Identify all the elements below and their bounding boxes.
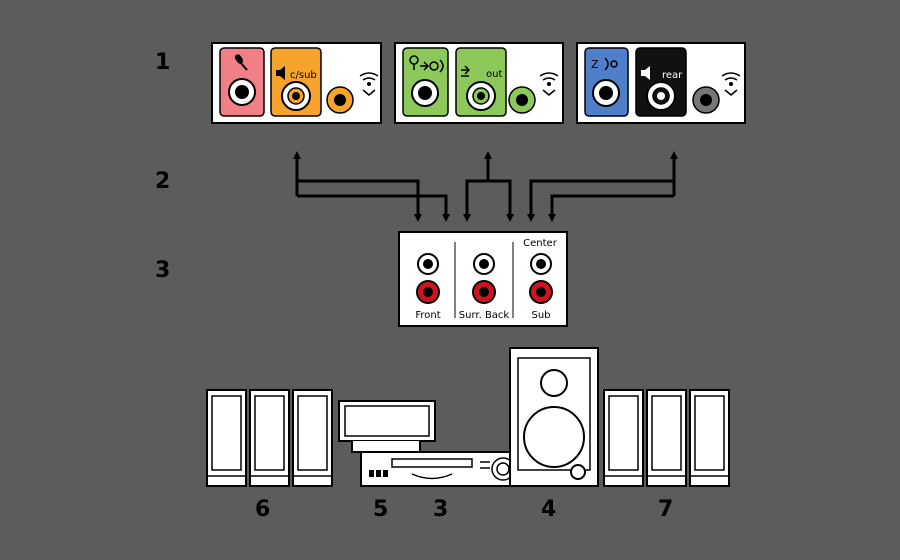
port-label: out xyxy=(486,69,502,80)
audio-panel-1: c/sub xyxy=(211,42,382,124)
left-speaker-group xyxy=(206,389,333,487)
audio-panel-3: Z rear xyxy=(576,42,746,124)
speaker-icon xyxy=(641,66,650,80)
line-in-jack xyxy=(402,47,449,117)
callout-rear-speakers: 7 xyxy=(658,497,674,522)
arrow-left-line-2 xyxy=(297,194,450,222)
av-receiver xyxy=(360,451,524,487)
svg-text:Z: Z xyxy=(591,58,599,71)
orange-round-jack xyxy=(326,86,354,114)
side-speaker-icon: Z xyxy=(591,57,618,71)
callout-receiver: 3 xyxy=(433,497,449,522)
port-label: c/sub xyxy=(290,70,317,81)
arrow-center-right xyxy=(488,179,514,222)
gray-round-jack xyxy=(692,86,720,114)
right-speaker-group xyxy=(603,389,730,487)
callout-center-speaker: 5 xyxy=(373,497,389,522)
callout-front-speakers: 6 xyxy=(255,497,271,522)
digital-audio-icon xyxy=(721,72,741,96)
receiver-input-panel: Center Front Surr. Back Sub xyxy=(398,231,568,327)
arrow-center-left xyxy=(463,179,488,222)
step-number-3: 3 xyxy=(155,258,171,283)
speaker xyxy=(646,389,687,487)
arrow-right-line xyxy=(527,179,674,222)
speaker xyxy=(249,389,290,487)
step-number-2: 2 xyxy=(155,169,171,194)
speaker xyxy=(603,389,644,487)
center-speaker xyxy=(338,400,436,453)
line-out-icon xyxy=(461,65,471,77)
callout-subwoofer: 4 xyxy=(541,497,557,522)
red-rca-jack xyxy=(416,280,440,304)
speaker xyxy=(206,389,247,487)
microphone-icon xyxy=(234,54,248,71)
subwoofer xyxy=(509,347,599,487)
surr-back-label: Surr. Back xyxy=(459,310,510,321)
digital-audio-icon xyxy=(539,72,559,96)
front-label: Front xyxy=(415,310,440,321)
sub-label: Sub xyxy=(531,310,550,321)
port-label: rear xyxy=(662,70,683,81)
arrow-right-line-2 xyxy=(548,194,674,222)
speaker xyxy=(292,389,333,487)
white-rca-jack xyxy=(473,253,495,275)
step-number-1: 1 xyxy=(155,50,171,75)
mic-jack xyxy=(219,47,265,117)
green-round-jack xyxy=(508,86,536,114)
white-rca-jack xyxy=(417,253,439,275)
center-sub-jack: c/sub xyxy=(270,47,322,117)
digital-audio-icon xyxy=(359,72,379,96)
speaker xyxy=(689,389,730,487)
connection-arrows xyxy=(293,151,678,222)
rear-jack: rear xyxy=(635,47,687,117)
audio-panel-2: out xyxy=(394,42,564,124)
speaker-icon xyxy=(276,66,285,80)
red-rca-jack xyxy=(472,280,496,304)
arrow-left-line xyxy=(297,179,422,222)
line-in-icon xyxy=(409,55,444,73)
red-rca-jack xyxy=(529,280,553,304)
home-theater-illustration xyxy=(206,347,730,487)
line-out-jack: out xyxy=(455,47,507,117)
center-label: Center xyxy=(523,238,558,249)
blue-jack: Z xyxy=(584,47,629,117)
white-rca-jack xyxy=(530,253,552,275)
